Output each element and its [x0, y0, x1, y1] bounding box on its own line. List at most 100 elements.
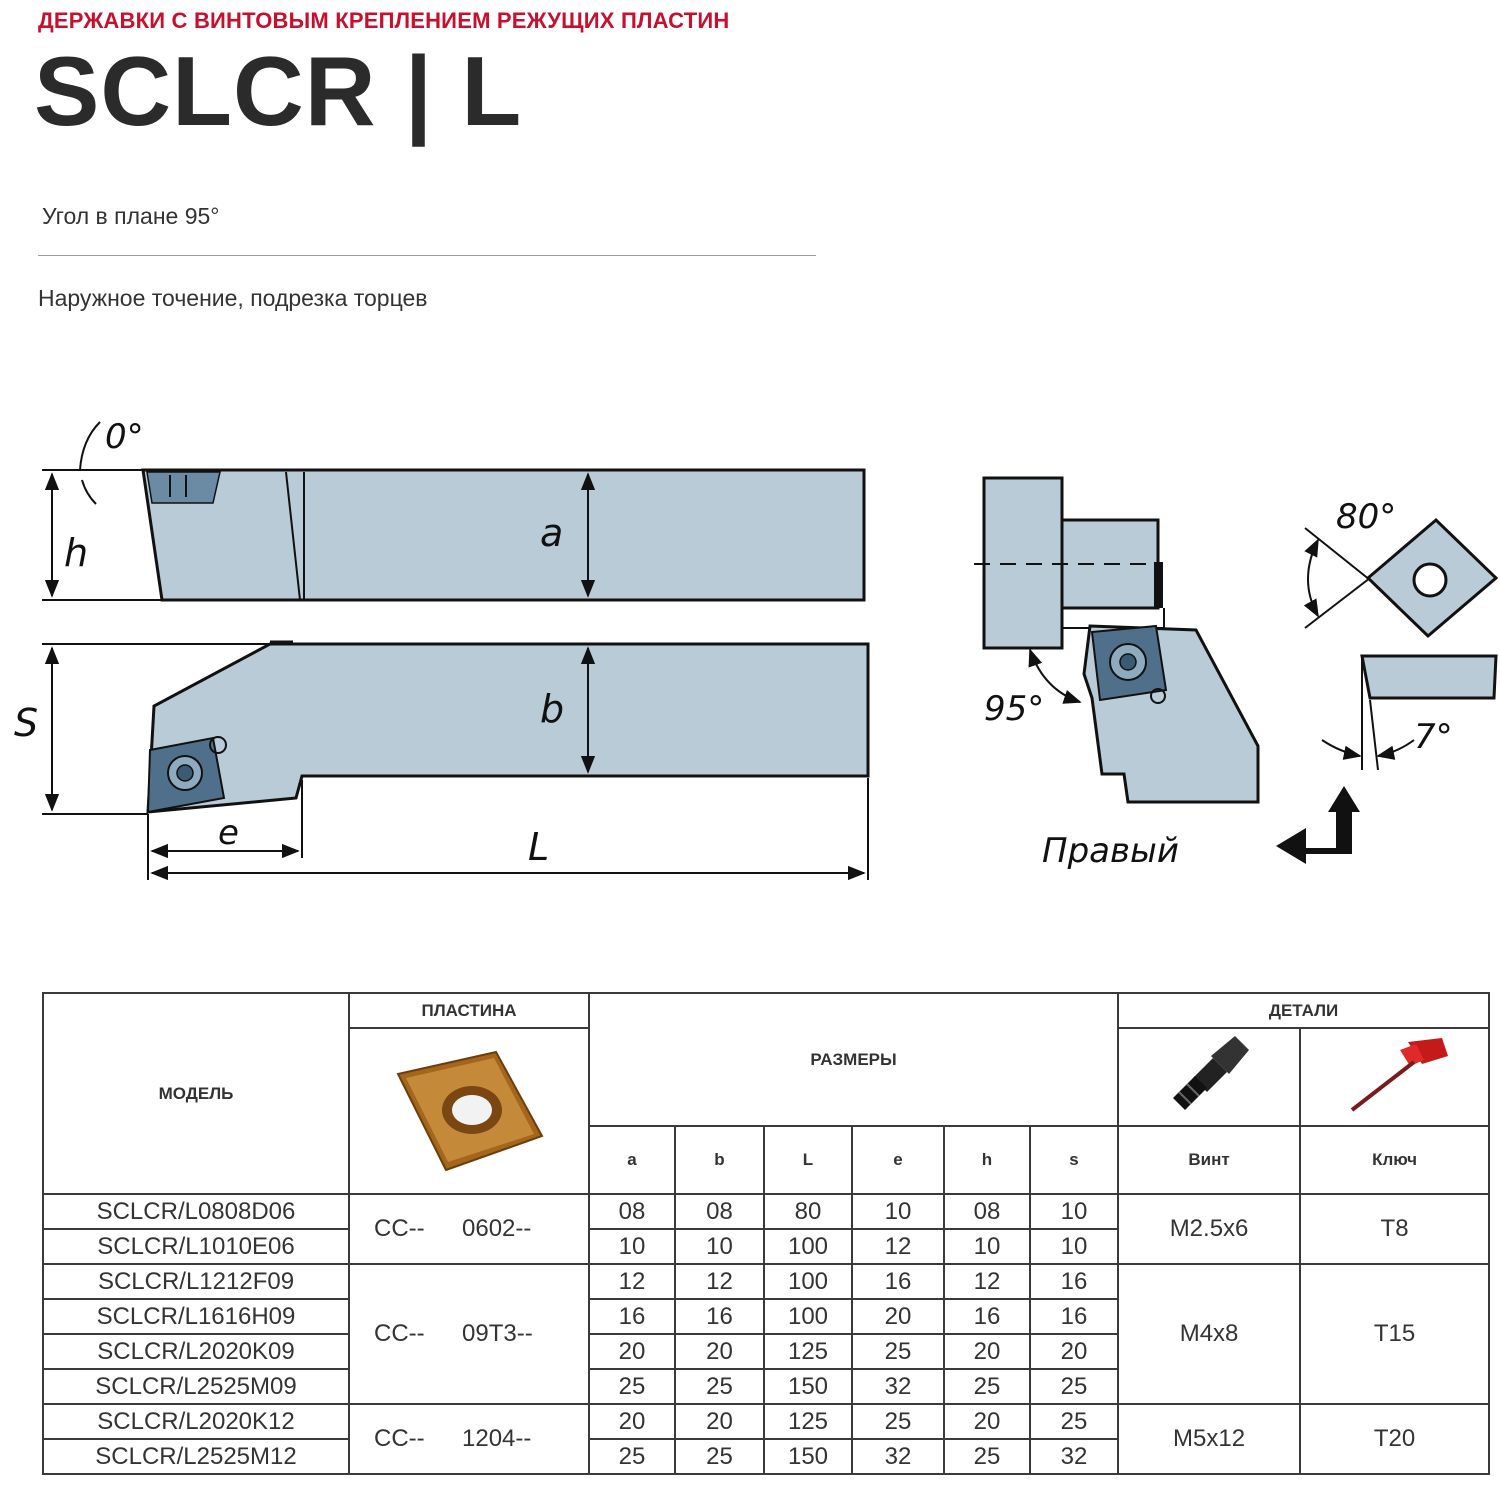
dimensions-header: РАЗМЕРЫ: [587, 992, 1120, 1127]
insert-cell: CC-- 0602--: [348, 1193, 590, 1265]
dim-a-cell: 16: [588, 1298, 676, 1335]
dim-h-cell: 25: [943, 1438, 1031, 1475]
dim-a-cell: 10: [588, 1228, 676, 1265]
dim-b-label: b: [540, 687, 564, 731]
dim-a-cell: 25: [588, 1438, 676, 1475]
dim-L-header: L: [763, 1125, 853, 1195]
dim-b-cell: 16: [674, 1298, 765, 1335]
screw-header: Винт: [1117, 1125, 1302, 1195]
dim-s-header: s: [1028, 1125, 1120, 1195]
dim-e-cell: 12: [851, 1228, 945, 1265]
insert-header: ПЛАСТИНА: [348, 992, 590, 1029]
dim-b-cell: 20: [674, 1403, 765, 1440]
angle-note: Угол в плане 95°: [42, 203, 220, 229]
insert-size: 09T3--: [462, 1320, 533, 1347]
dim-b-cell: 10: [674, 1228, 765, 1265]
insert-size: 1204--: [462, 1425, 532, 1452]
dim-s-cell: 25: [1028, 1403, 1120, 1440]
dim-a-cell: 25: [588, 1368, 676, 1405]
model-cell: SCLCR/L2525M09: [42, 1368, 350, 1405]
angle-7-label: 7°: [1414, 717, 1453, 757]
key-image-cell: [1299, 1027, 1491, 1127]
technical-drawing: 0° h a S b e L 95°: [14, 417, 1499, 881]
insert-type: CC--: [374, 1320, 425, 1347]
dim-a-cell: 12: [588, 1263, 676, 1300]
dim-a-header: a: [588, 1125, 676, 1195]
insert-type: CC--: [374, 1215, 425, 1242]
supertitle: ДЕРЖАВКИ С ВИНТОВЫМ КРЕПЛЕНИЕМ РЕЖУЩИХ П…: [38, 8, 730, 33]
dim-L-cell: 150: [763, 1368, 853, 1405]
dim-e-cell: 32: [851, 1438, 945, 1475]
dim-s-cell: 16: [1028, 1298, 1120, 1335]
dim-e-cell: 10: [851, 1193, 945, 1230]
screw-cell: M5x12: [1117, 1403, 1302, 1475]
model-cell: SCLCR/L0808D06: [42, 1193, 350, 1230]
dim-s-cell: 10: [1028, 1228, 1120, 1265]
dim-a-cell: 20: [588, 1333, 676, 1370]
wrench-key-icon: [1350, 1037, 1448, 1112]
dim-L-label: L: [528, 825, 549, 869]
dim-b-cell: 08: [674, 1193, 765, 1230]
dim-h-cell: 20: [943, 1333, 1031, 1370]
top-view: S b e L: [14, 640, 870, 881]
model-cell: SCLCR/L2525M12: [42, 1438, 350, 1475]
hand-label: Правый: [1042, 831, 1179, 871]
model-cell: SCLCR/L1010E06: [42, 1228, 350, 1265]
page-title: SCLCR | L: [34, 36, 523, 146]
feed-direction-icon: [1276, 786, 1360, 864]
dim-L-cell: 125: [763, 1403, 853, 1440]
insert-size: 0602--: [462, 1215, 532, 1242]
dim-b-cell: 25: [674, 1368, 765, 1405]
dim-s-cell: 20: [1028, 1333, 1120, 1370]
dim-L-cell: 100: [763, 1228, 853, 1265]
screw-image-cell: [1117, 1027, 1302, 1127]
dim-b-cell: 12: [674, 1263, 765, 1300]
insert-image-cell: [348, 1027, 590, 1195]
model-cell: SCLCR/L1616H09: [42, 1298, 350, 1335]
dim-s-label: S: [14, 701, 38, 745]
dim-e-cell: 25: [851, 1333, 945, 1370]
divider: [38, 255, 816, 256]
insert-geometry: 80° 7°: [1303, 497, 1499, 771]
dim-h-cell: 25: [943, 1368, 1031, 1405]
dim-h-cell: 08: [943, 1193, 1031, 1230]
dim-b-cell: 20: [674, 1333, 765, 1370]
dim-e-cell: 32: [851, 1368, 945, 1405]
key-cell: T15: [1299, 1263, 1491, 1405]
key-cell: T8: [1299, 1193, 1491, 1265]
dim-a-label: a: [540, 511, 563, 555]
dim-L-cell: 80: [763, 1193, 853, 1230]
screw-icon: [1173, 1035, 1250, 1110]
insert-icon: [396, 1050, 544, 1171]
usage-description: Наружное точение, подрезка торцев: [38, 285, 428, 311]
screw-cell: M2.5x6: [1117, 1193, 1302, 1265]
key-cell: T20: [1299, 1403, 1491, 1475]
dim-h-label: h: [64, 531, 88, 575]
key-header: Ключ: [1299, 1125, 1491, 1195]
insert-type: CC--: [374, 1425, 425, 1452]
dim-s-cell: 10: [1028, 1193, 1120, 1230]
dim-h-header: h: [943, 1125, 1031, 1195]
angle-95-label: 95°: [984, 689, 1044, 729]
dim-L-cell: 100: [763, 1263, 853, 1300]
dim-h-cell: 10: [943, 1228, 1031, 1265]
model-header: МОДЕЛЬ: [42, 992, 350, 1195]
model-cell: SCLCR/L1212F09: [42, 1263, 350, 1300]
dim-h-cell: 16: [943, 1298, 1031, 1335]
dim-a-cell: 20: [588, 1403, 676, 1440]
dim-e-cell: 25: [851, 1403, 945, 1440]
side-view: 0° h a: [42, 417, 866, 602]
dim-L-cell: 100: [763, 1298, 853, 1335]
dim-b-header: b: [674, 1125, 765, 1195]
dim-e-cell: 16: [851, 1263, 945, 1300]
angle-80-label: 80°: [1336, 497, 1396, 537]
insert-cell: CC-- 1204--: [348, 1403, 590, 1475]
dim-L-cell: 150: [763, 1438, 853, 1475]
